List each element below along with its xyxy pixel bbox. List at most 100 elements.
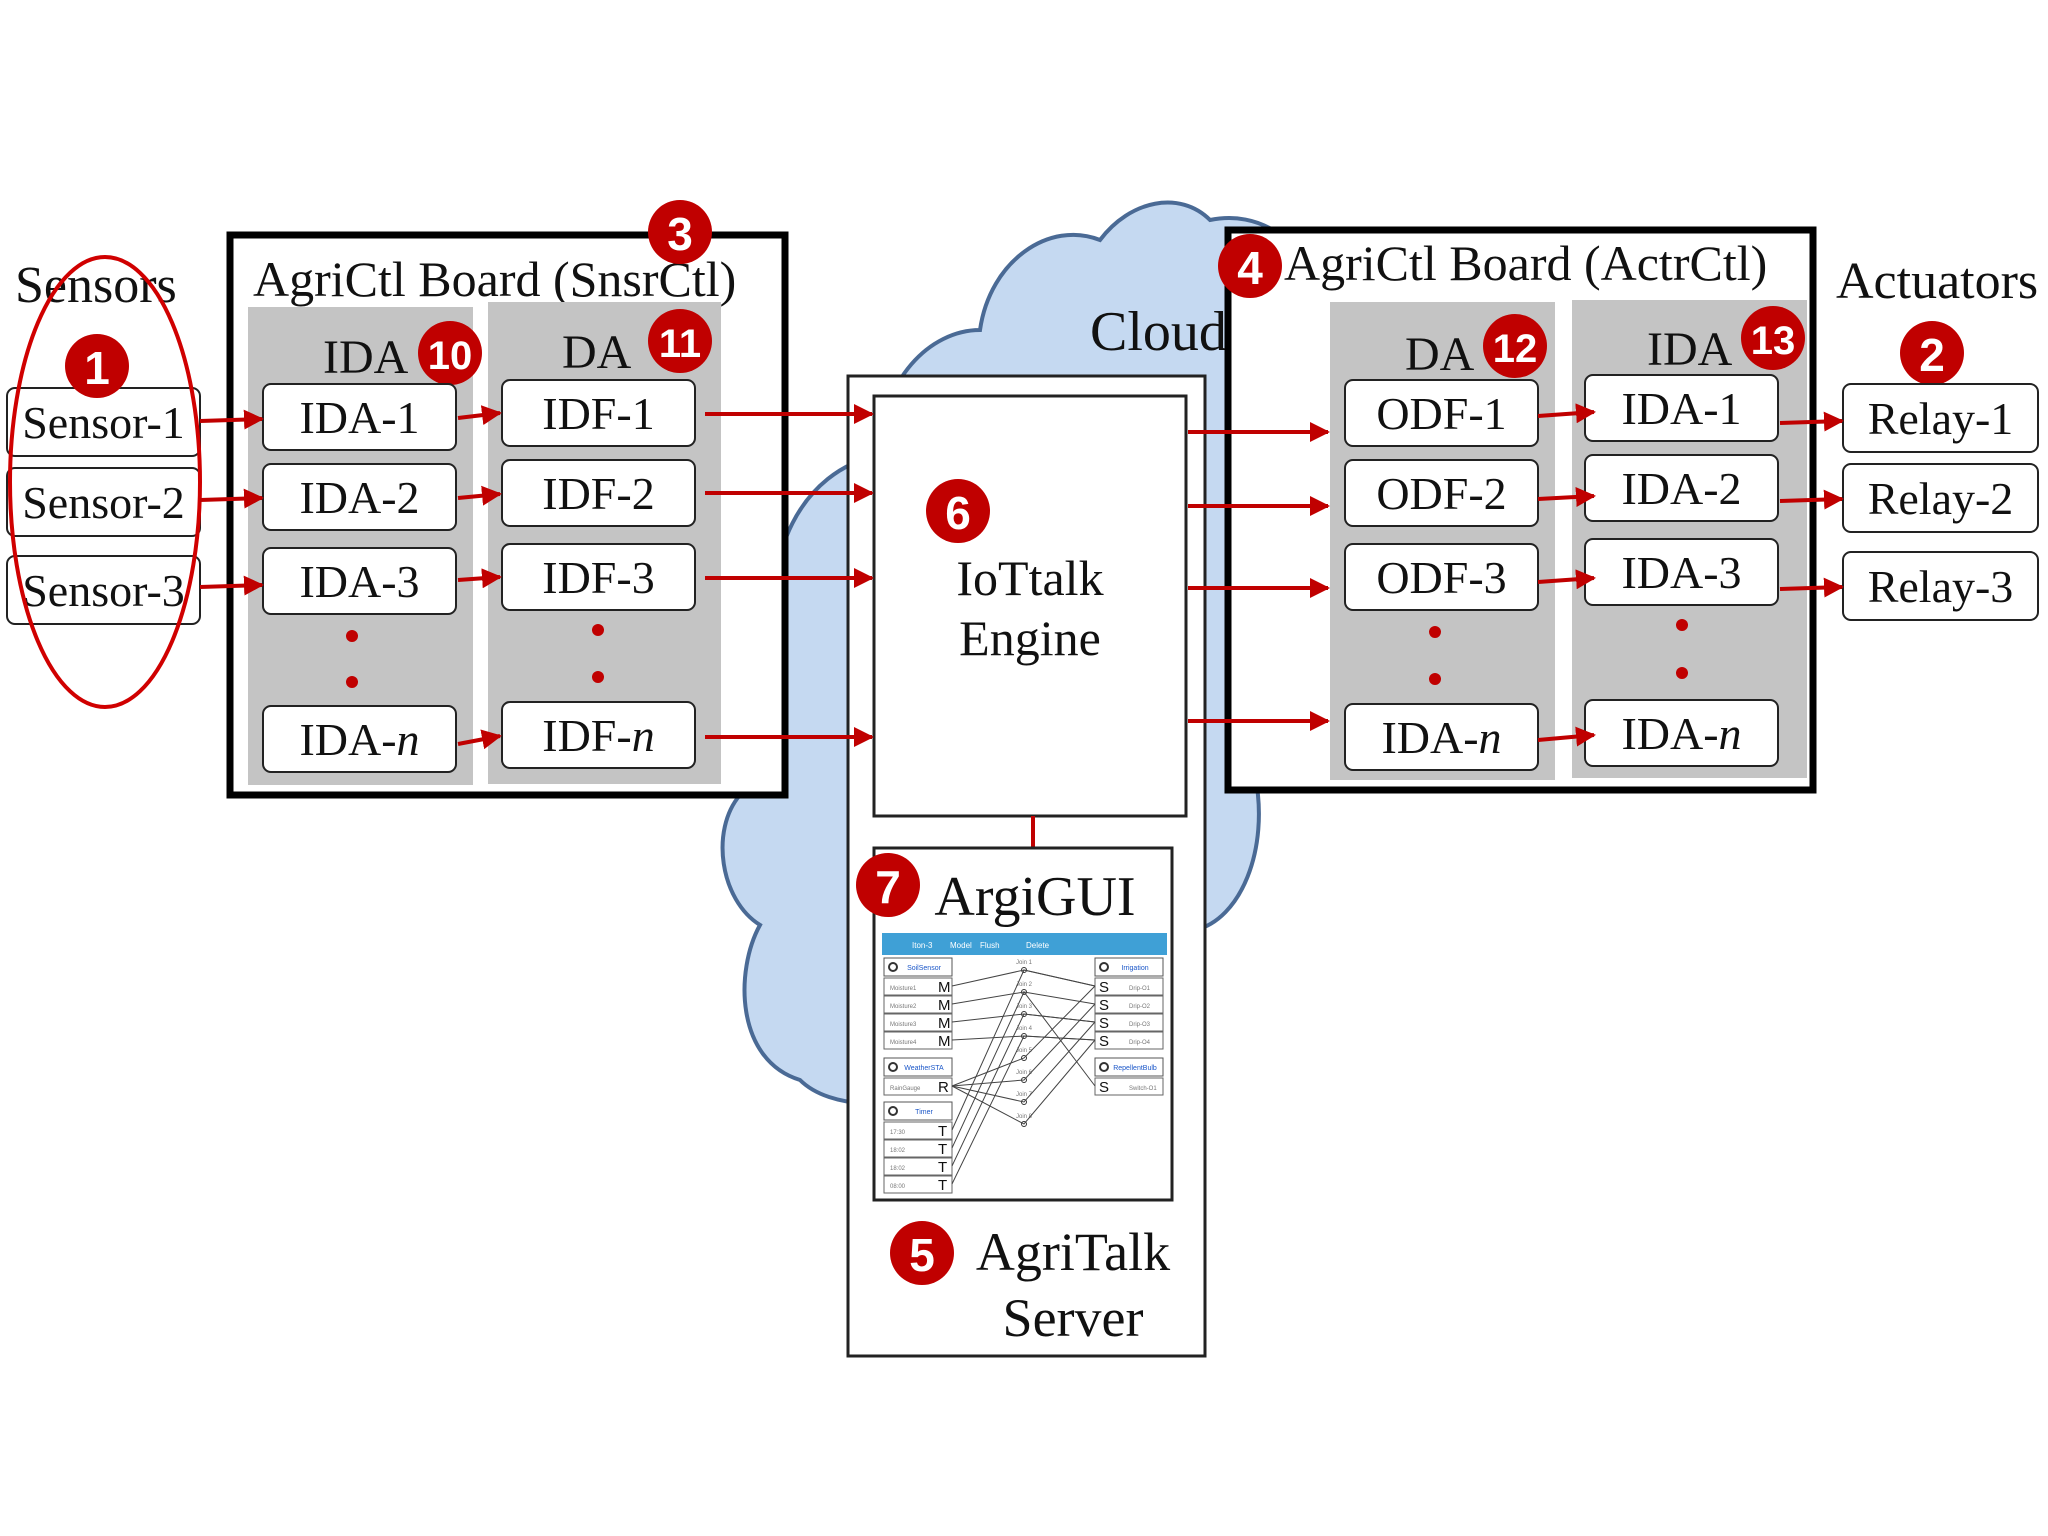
gui-left-soil-row[interactable] <box>883 995 953 1014</box>
gui-left-weather-row-type: R <box>938 1079 949 1096</box>
arrow-ida1-relay1 <box>1779 411 1844 432</box>
arrow-ida2-relay2 <box>1779 489 1844 510</box>
snsr-idf-3-label: IDF-3 <box>542 552 654 603</box>
engine-box <box>872 394 1188 818</box>
sensor-3: Sensor-3 <box>6 555 201 625</box>
gui-left-timer-row[interactable] <box>883 1157 953 1176</box>
arrow-odf-ida-2 <box>1537 486 1596 507</box>
gui-left-timer-row[interactable] <box>883 1139 953 1158</box>
snsr-da-label: DA <box>562 326 632 379</box>
badge-3 <box>648 200 712 264</box>
badge-11-text: 11 <box>659 322 701 366</box>
badge-2 <box>1900 321 1964 385</box>
actr-da-label: DA <box>1405 328 1475 381</box>
gui-left-weather-title: WeatherSTA <box>904 1065 944 1072</box>
relay-3-label: Relay-3 <box>1868 561 2014 612</box>
badge-13 <box>1741 306 1805 370</box>
gui-right-irrigation-header[interactable] <box>1094 957 1164 977</box>
server-title-line1: AgriTalk <box>976 1222 1170 1282</box>
engine-title-line1: IoTtalk <box>956 550 1103 606</box>
relay-1-label: Relay-1 <box>1868 393 2014 444</box>
actr-odf-3: ODF-3 <box>1344 543 1539 611</box>
snsr-ida-3: IDA-3 <box>262 547 457 615</box>
gui-right-irrigation-row-name: Drip-O1 <box>1129 986 1151 992</box>
gui-join-label: Join 4 <box>1016 1026 1033 1032</box>
gui-left-soil-row-name: Moisture3 <box>890 1022 917 1028</box>
snsr-idf-3-frame <box>501 543 696 611</box>
gui-right-repellent-header[interactable] <box>1094 1057 1164 1077</box>
gui-left-timer-row[interactable] <box>883 1175 953 1194</box>
gui-right-irrigation-row-name: Drip-O4 <box>1129 1040 1151 1046</box>
gui-join-label: Join 3 <box>1016 1004 1033 1010</box>
gear-icon[interactable] <box>888 1106 898 1116</box>
snsr-ida-n-label: IDA-n <box>299 714 419 765</box>
badge-7 <box>856 853 920 917</box>
gui-link-line <box>951 1039 1096 1125</box>
gui-toolbar-model[interactable]: Model <box>950 941 972 950</box>
gear-icon[interactable] <box>888 1062 898 1072</box>
actr-da-n: IDA-n <box>1344 703 1539 771</box>
sensor-1-label: Sensor-1 <box>22 397 185 448</box>
badge-1-text: 1 <box>84 342 110 394</box>
gui-right-irrigation-row-name: Drip-O3 <box>1129 1022 1151 1028</box>
gui-left-weather-header[interactable] <box>883 1057 953 1077</box>
arrow-ida-idf-1 <box>457 405 502 426</box>
arrow-ida-idf-2 <box>457 485 502 506</box>
gui-join-label: Join 2 <box>1016 982 1033 988</box>
snsr-ida-1: IDA-1 <box>262 383 457 451</box>
gui-left-soil-row-type: M <box>938 997 951 1014</box>
gui-toolbar-iton-3[interactable]: Iton-3 <box>912 941 933 950</box>
gui-left-soil-row[interactable] <box>883 1013 953 1032</box>
snsr-ida-2-label: IDA-2 <box>299 472 419 523</box>
actr-odf-1-frame <box>1344 379 1539 447</box>
snsr-idf-2-frame <box>501 459 696 527</box>
gui-left-weather-row-name: RainGauge <box>890 1086 921 1092</box>
gui-left-soil-row[interactable] <box>883 1031 953 1050</box>
badge-13-text: 13 <box>1751 319 1796 363</box>
badge-3-text: 3 <box>667 208 693 260</box>
gui-left-soil-row[interactable] <box>883 977 953 996</box>
gui-left-soil-title: SoilSensor <box>907 965 942 972</box>
arrow-ida-idf-3 <box>457 568 502 589</box>
arrow-sensor1-ida1 <box>199 409 264 430</box>
actr-odf-2-frame <box>1344 459 1539 527</box>
cloud-label: Cloud <box>1090 301 1227 363</box>
badge-12-text: 12 <box>1493 327 1538 371</box>
gui-right-irrigation-row-type: S <box>1099 997 1109 1014</box>
gui-left-timer-row-type: T <box>938 1159 947 1176</box>
gui-right-repellent-row[interactable] <box>1094 1077 1164 1096</box>
gui-left-soil-row-name: Moisture1 <box>890 986 917 992</box>
actr-da-n-frame <box>1344 703 1539 771</box>
gui-toolbar-delete[interactable]: Delete <box>1026 941 1050 950</box>
arrow-ida-idf-4 <box>457 729 502 750</box>
gui-left-soil-header[interactable] <box>883 957 953 977</box>
gear-icon[interactable] <box>1099 1062 1109 1072</box>
gui-right-repellent-row-type: S <box>1099 1079 1109 1096</box>
sensor-2: Sensor-2 <box>6 467 201 537</box>
gui-toolbar-flush[interactable]: Flush <box>980 941 1000 950</box>
actr-ida-3: IDA-3 <box>1584 538 1779 606</box>
snsr-idf-2: IDF-2 <box>501 459 696 527</box>
actr-ida-n-label: IDA-n <box>1621 708 1741 759</box>
arrow-odf-ida-1 <box>1537 403 1596 424</box>
badge-11 <box>648 309 712 373</box>
gui-left-soil-row-type: M <box>938 1033 951 1050</box>
snsr-ida-2: IDA-2 <box>262 463 457 531</box>
gui-left-soil-row-name: Moisture4 <box>890 1040 917 1046</box>
gear-icon[interactable] <box>1099 962 1109 972</box>
gui-left-timer-header[interactable] <box>883 1101 953 1121</box>
arrow-odf-ida-3 <box>1537 569 1596 590</box>
gui-left-soil-row-type: M <box>938 979 951 996</box>
gui-left-timer-row-name: 18:02 <box>890 1166 906 1172</box>
gui-join-label: Join 6 <box>1016 1070 1033 1076</box>
actr-odf-1-label: ODF-1 <box>1376 388 1506 439</box>
gui-link-line <box>951 1013 1096 1167</box>
gui-left-timer-row[interactable] <box>883 1121 953 1140</box>
gear-icon[interactable] <box>888 962 898 972</box>
gui-left-timer-title: Timer <box>915 1109 933 1116</box>
actr-da-ellipsis-dot <box>1429 626 1441 638</box>
